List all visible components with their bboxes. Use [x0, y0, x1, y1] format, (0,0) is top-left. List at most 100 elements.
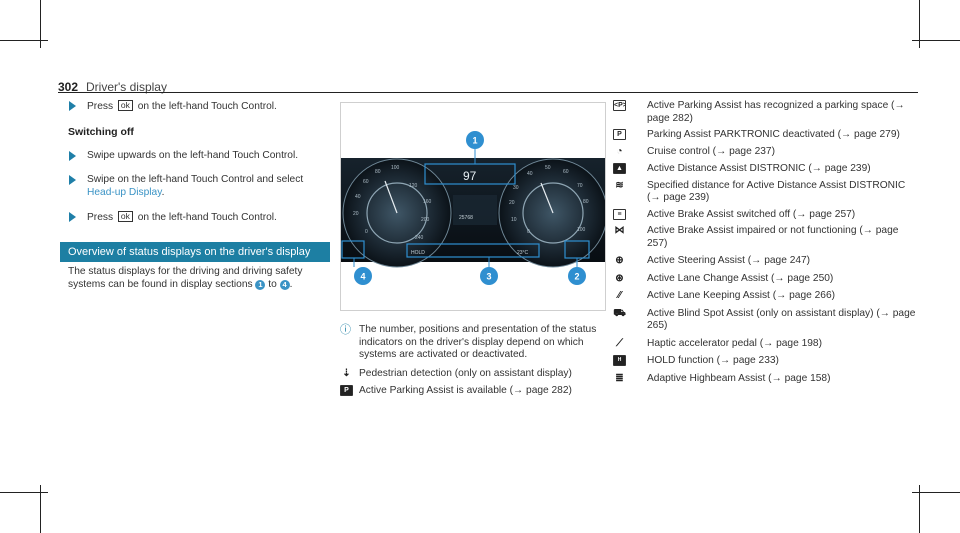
- status-entry: ◔ Cruise control (→ page 237): [613, 145, 918, 159]
- header-divider: [58, 92, 918, 93]
- brake-assist-off-icon: ≡: [613, 208, 626, 220]
- odometer-readout: 25768: [459, 215, 473, 221]
- status-entry: ≣ Adaptive Highbeam Assist (→ page 158): [613, 372, 918, 386]
- page-header: 302 Driver's display: [58, 80, 918, 100]
- left-dial-tick: 20: [353, 211, 359, 217]
- step-arrow-icon: [69, 150, 76, 161]
- steering-assist-icon: ⊕: [613, 255, 626, 266]
- right-dial-tick: 70: [577, 183, 583, 189]
- right-dial-tick: 0: [527, 229, 530, 235]
- speedometer-inner: [366, 182, 428, 244]
- status-entry: ⊕ Active Steering Assist (→ page 247): [613, 255, 918, 268]
- lane-keeping-icon: ⁄⁄: [613, 290, 626, 301]
- hold-readout: HOLD: [411, 250, 425, 256]
- speed-readout: 97: [463, 169, 477, 183]
- brake-assist-impaired-icon: ⋈: [613, 225, 626, 236]
- callout-label: 2: [574, 272, 579, 282]
- subheading: Switching off: [68, 125, 134, 138]
- crop-mark: [40, 485, 41, 533]
- blind-spot-icon: ⛟: [613, 307, 626, 319]
- distance-icon: ≋: [613, 179, 626, 191]
- status-entry: ⇣ Pedestrian detection (only on assistan…: [340, 367, 606, 381]
- section-title: Driver's display: [86, 80, 167, 94]
- crop-mark: [0, 492, 48, 493]
- status-entry: ⋈ Active Brake Assist impaired or not fu…: [613, 225, 899, 249]
- page-number: 302: [58, 80, 79, 94]
- status-entry: H HOLD function (→ page 233): [613, 355, 918, 368]
- callout-badge: [568, 267, 586, 285]
- hold-icon: H: [613, 355, 626, 366]
- step-item: Swipe on the left-hand Touch Control and…: [68, 174, 330, 199]
- parking-p-icon: P: [340, 385, 353, 396]
- middle-column: ⓘ The number, positions and presentation…: [340, 324, 606, 398]
- section-heading-bar: Overview of status displays on the drive…: [60, 241, 330, 262]
- section-4-frame: [341, 240, 365, 259]
- right-dial-tick: 40: [527, 171, 533, 177]
- callout-label: 3: [486, 272, 491, 282]
- step-arrow-icon: [69, 101, 76, 111]
- lane-change-icon: ⊛: [613, 272, 626, 284]
- tachometer-dial: [498, 158, 605, 268]
- step-item: Swipe upwards on the left-hand Touch Con…: [68, 150, 330, 163]
- left-dial-tick: 60: [363, 179, 369, 185]
- right-dial-tick: 30: [513, 185, 519, 191]
- left-dial-tick: 80: [375, 169, 381, 175]
- step-arrow-icon: [69, 212, 76, 222]
- status-entry: ⁄⁄ Active Lane Keeping Assist (→ page 26…: [613, 290, 918, 303]
- left-dial-tick: 240: [415, 235, 424, 241]
- crop-mark: [919, 0, 920, 48]
- left-dial-tick: 120: [409, 183, 418, 189]
- tachometer-inner: [522, 182, 584, 244]
- parktronic-off-icon: P: [613, 129, 626, 140]
- intro-paragraph: The status displays for the driving and …: [68, 266, 303, 290]
- left-dial-tick: 160: [423, 199, 432, 205]
- distronic-icon: ▲: [613, 163, 626, 174]
- status-entry: ≡ Active Brake Assist switched off (→ pa…: [613, 208, 918, 222]
- callout-label: 4: [360, 272, 365, 282]
- ok-key-icon: ok: [117, 211, 133, 222]
- speedometer-needle: [384, 180, 398, 214]
- status-entry: ⟋ Haptic accelerator pedal (→ page 198): [613, 337, 918, 351]
- right-dial-tick: 100: [577, 227, 586, 233]
- callout-number-icon: 4: [279, 279, 290, 290]
- tachometer-needle: [540, 182, 554, 214]
- cruise-control-icon: ◔: [613, 145, 626, 157]
- info-icon: ⓘ: [340, 324, 351, 336]
- left-dial-tick: 100: [391, 165, 400, 171]
- instrument-cluster-illustration: 20 40 60 80 100 120 160 200 240 0 10 20 …: [341, 131, 605, 285]
- center-info: [453, 195, 497, 225]
- callout-badge: [354, 267, 372, 285]
- callout-label: 1: [472, 136, 477, 146]
- status-entry: ⊛ Active Lane Change Assist (→ page 250): [613, 272, 918, 286]
- status-entry: ⛟ Active Blind Spot Assist (only on assi…: [613, 307, 916, 331]
- instrument-cluster-figure: 20 40 60 80 100 120 160 200 240 0 10 20 …: [340, 102, 606, 311]
- head-up-display-link[interactable]: Head-up Display: [87, 186, 162, 198]
- right-column: <P> Active Parking Assist has recognized…: [613, 100, 918, 385]
- ok-key-icon: ok: [117, 100, 133, 111]
- left-column: Press ok on the left-hand Touch Control.…: [60, 100, 330, 291]
- crop-mark: [40, 0, 41, 48]
- left-dial-tick: 40: [355, 194, 361, 200]
- right-dial-tick: 80: [583, 199, 589, 205]
- callout-badge: [480, 267, 498, 285]
- pedestrian-icon: ⇣: [340, 367, 353, 379]
- step-item: Press ok on the left-hand Touch Control.: [68, 100, 330, 114]
- crop-mark: [912, 492, 960, 493]
- status-entry: ▲ Active Distance Assist DISTRONIC (→ pa…: [613, 163, 918, 176]
- left-dial-tick: 200: [421, 217, 430, 223]
- status-entry: P Parking Assist PARKTRONIC deactivated …: [613, 129, 918, 142]
- right-dial-tick: 10: [511, 217, 517, 223]
- crop-mark: [912, 40, 960, 41]
- step-item: Press ok on the left-hand Touch Control.: [68, 211, 330, 225]
- right-dial-tick: 60: [563, 169, 569, 175]
- step-arrow-icon: [69, 175, 76, 185]
- left-dial-tick: 0: [365, 229, 368, 235]
- right-dial-tick: 50: [545, 165, 551, 171]
- crop-mark: [0, 40, 48, 41]
- status-entry: P Active Parking Assist is available (→ …: [340, 385, 606, 398]
- callout-number-icon: 1: [255, 279, 266, 290]
- crop-mark: [919, 485, 920, 533]
- right-dial-tick: 20: [509, 200, 515, 206]
- info-note: ⓘ The number, positions and presentation…: [340, 324, 597, 360]
- parking-space-icon: <P>: [613, 100, 626, 111]
